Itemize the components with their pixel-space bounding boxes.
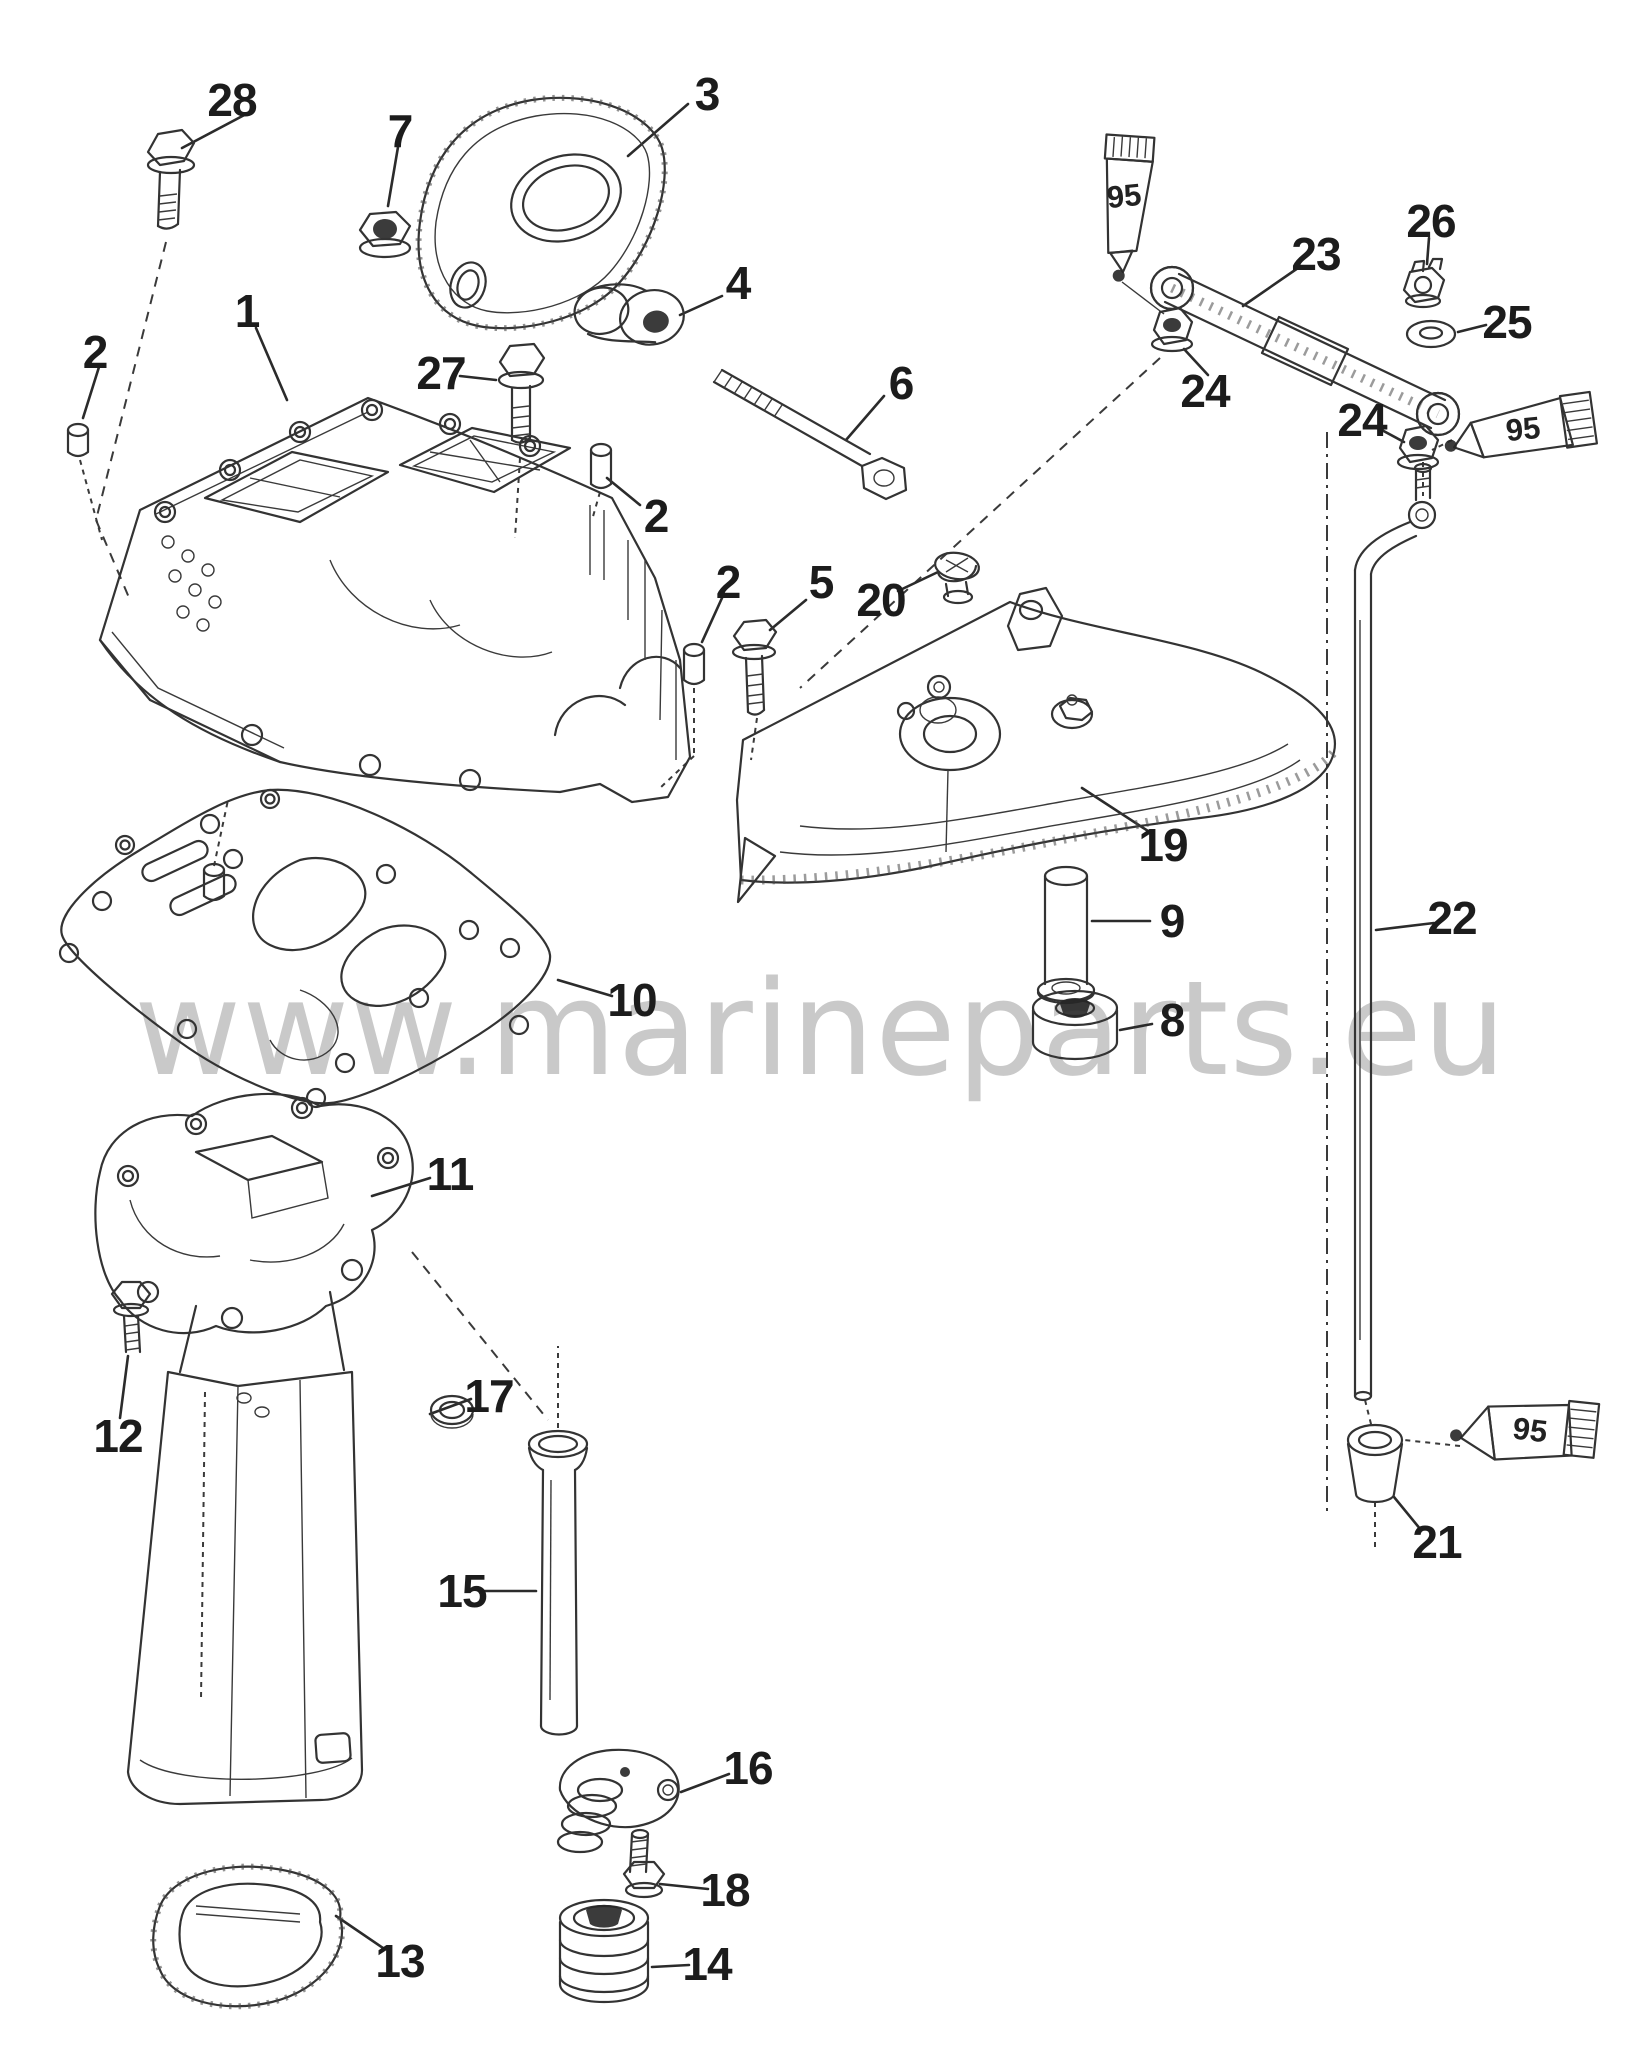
callout-17-24: 17 — [464, 1370, 514, 1422]
part-housing-11 — [95, 1094, 412, 1804]
part-castle-nut-26 — [1404, 259, 1444, 307]
part-seal-13 — [153, 1867, 342, 2007]
part-plug-20 — [933, 550, 980, 603]
callout-1-7: 1 — [234, 285, 261, 337]
sealant-tube-bottom — [1450, 1389, 1599, 1470]
sealant-tube-top — [1096, 134, 1154, 282]
callout-20-16: 20 — [856, 574, 906, 626]
part-pin-2c — [684, 644, 704, 684]
part-plate-3 — [419, 98, 665, 328]
callout-8-20: 8 — [1159, 994, 1186, 1046]
part-washer-25 — [1407, 321, 1455, 347]
part-seal-17 — [431, 1396, 473, 1428]
part-nut-24a — [1152, 308, 1192, 351]
part-nut-24b — [1398, 426, 1438, 469]
callout-2-13: 2 — [643, 490, 670, 542]
callout-2-12: 2 — [82, 326, 109, 378]
part-bolt-27 — [499, 344, 544, 443]
part-gasket-10 — [60, 790, 550, 1107]
sealant-tube-right — [1444, 392, 1597, 465]
callout-24-10: 24 — [1180, 365, 1230, 417]
callout-21-30: 21 — [1412, 1516, 1462, 1568]
tube-label-1: 95 — [1504, 409, 1542, 449]
callout-28-0: 28 — [207, 74, 257, 126]
callout-27-8: 27 — [416, 347, 466, 399]
callout-23-4: 23 — [1291, 228, 1341, 280]
callout-18-28: 18 — [700, 1864, 750, 1916]
part-tube-15 — [529, 1431, 587, 1734]
part-plate-19 — [737, 588, 1335, 902]
tube-label-2: 95 — [1510, 1410, 1550, 1450]
part-mount-4 — [570, 271, 689, 360]
callout-6-9: 6 — [888, 357, 915, 409]
callout-4-6: 4 — [725, 257, 752, 309]
callout-22-19: 22 — [1427, 892, 1477, 944]
callout-7-2: 7 — [387, 105, 414, 157]
callout-9-18: 9 — [1159, 895, 1186, 947]
part-bolt-18 — [624, 1830, 664, 1897]
construction-lines — [80, 242, 1423, 1700]
part-bolt-5 — [733, 620, 776, 715]
callout-16-27: 16 — [723, 1742, 773, 1794]
callout-11-22: 11 — [426, 1148, 475, 1200]
callout-14-29: 14 — [682, 1938, 732, 1990]
callout-5-15: 5 — [808, 556, 835, 608]
callout-24-11: 24 — [1337, 394, 1387, 446]
callout-15-25: 15 — [437, 1565, 487, 1617]
callout-25-5: 25 — [1482, 296, 1532, 348]
part-bolt-28 — [148, 130, 194, 229]
part-grommet-21 — [1348, 1425, 1402, 1502]
callout-2-14: 2 — [715, 556, 742, 608]
part-bolt-6 — [714, 370, 906, 499]
callout-13-26: 13 — [375, 1935, 425, 1987]
callout-10-21: 10 — [607, 974, 657, 1026]
part-pin-2b — [591, 444, 611, 488]
part-nut-7 — [360, 212, 410, 257]
callout-12-23: 12 — [93, 1410, 143, 1462]
part-bushing-8 — [1033, 991, 1117, 1059]
part-link-23 — [1151, 267, 1459, 435]
watermark-text: www.marineparts.eu — [134, 952, 1507, 1105]
callout-19-17: 19 — [1138, 819, 1188, 871]
part-bolt-12 — [112, 1282, 150, 1352]
part-adapter-16 — [558, 1750, 679, 1852]
callout-26-3: 26 — [1406, 195, 1456, 247]
part-pin-2a — [68, 424, 88, 456]
part-housing-1 — [100, 398, 690, 802]
callout-3-1: 3 — [694, 68, 721, 120]
part-bushing-14 — [560, 1900, 648, 2002]
tube-label-0: 95 — [1105, 176, 1143, 216]
